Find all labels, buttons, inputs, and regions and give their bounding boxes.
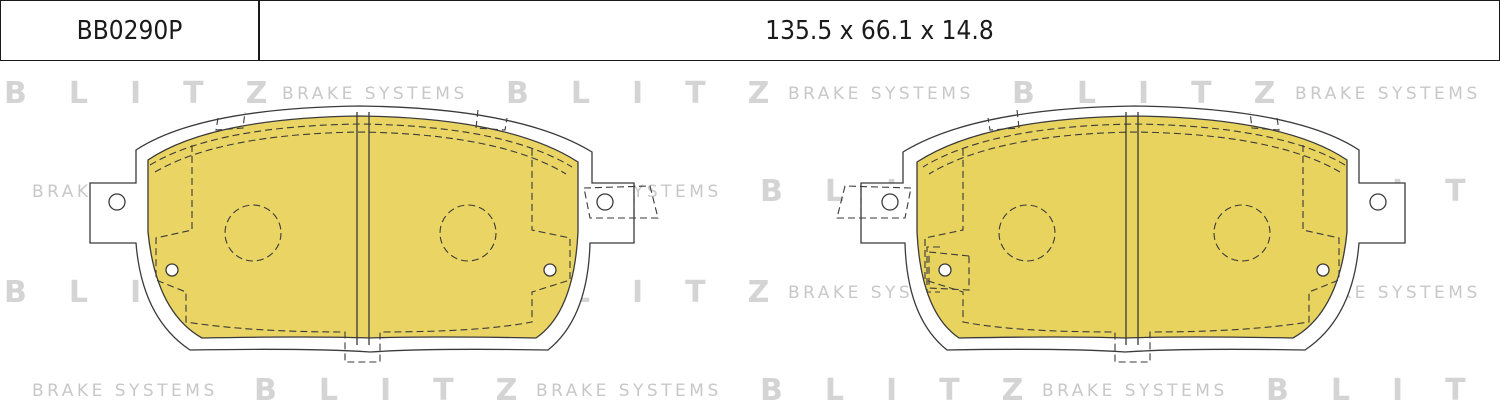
wm-brand: BLITZ [1266,373,1500,408]
wm-tagline: BRAKE SYSTEMS [536,381,722,401]
wm-tagline: BRAKE SYSTEMS [1295,84,1481,104]
wm-tagline: BRAKE SYSTEMS [282,84,468,104]
wm-brand: BLITZ [1012,76,1317,111]
mount-hole [881,193,899,211]
clip-outline [836,185,912,219]
friction-lining [916,115,1348,339]
hidden-outline [149,123,573,168]
wm-tagline: BRAKE SYSTEMS [32,381,218,401]
clip-outline [583,185,659,219]
piston-circle [1213,204,1271,262]
wear-sensor-outline [926,246,940,293]
mount-hole [596,193,614,211]
pin-hole [938,263,952,277]
dimensions: 135.5 x 66.1 x 14.8 [765,15,994,46]
hidden-outline [154,131,567,175]
brake-pad-right [836,105,1406,363]
hidden-outline [922,123,1346,168]
shim-tab [215,111,246,131]
wm-brand: BLITZ [4,76,309,111]
wear-sensor-outline [928,251,970,291]
wm-brand: BLITZ [506,76,811,111]
part-code: BB0290P [1,1,260,60]
brake-pad-drawing: BLITZ BRAKE SYSTEMS BLITZ BRAKE SYSTEMS … [4,76,1500,408]
friction-lining [147,115,579,339]
mount-hole [108,193,126,211]
piston-circle [439,204,497,262]
hidden-outline [924,145,1340,363]
piston-circle [998,204,1056,262]
wm-tagline: BRAKE SYSTEMS [788,84,974,104]
brake-pad-left [89,105,659,363]
wm-brand: BLITZ [760,373,1065,408]
wm-tagline: BRAKE SYSTEMS [1042,381,1228,401]
hidden-outline [928,131,1341,175]
pin-hole [165,263,179,277]
hidden-outline [155,145,571,363]
mount-hole [1369,193,1387,211]
wm-brand: BLITZ [254,373,559,408]
pin-hole [543,263,557,277]
pin-hole [1316,263,1330,277]
spec-header: BB0290P 135.5 x 66.1 x 14.8 [0,0,1500,61]
piston-circle [224,204,282,262]
shim-tab [1249,111,1280,131]
